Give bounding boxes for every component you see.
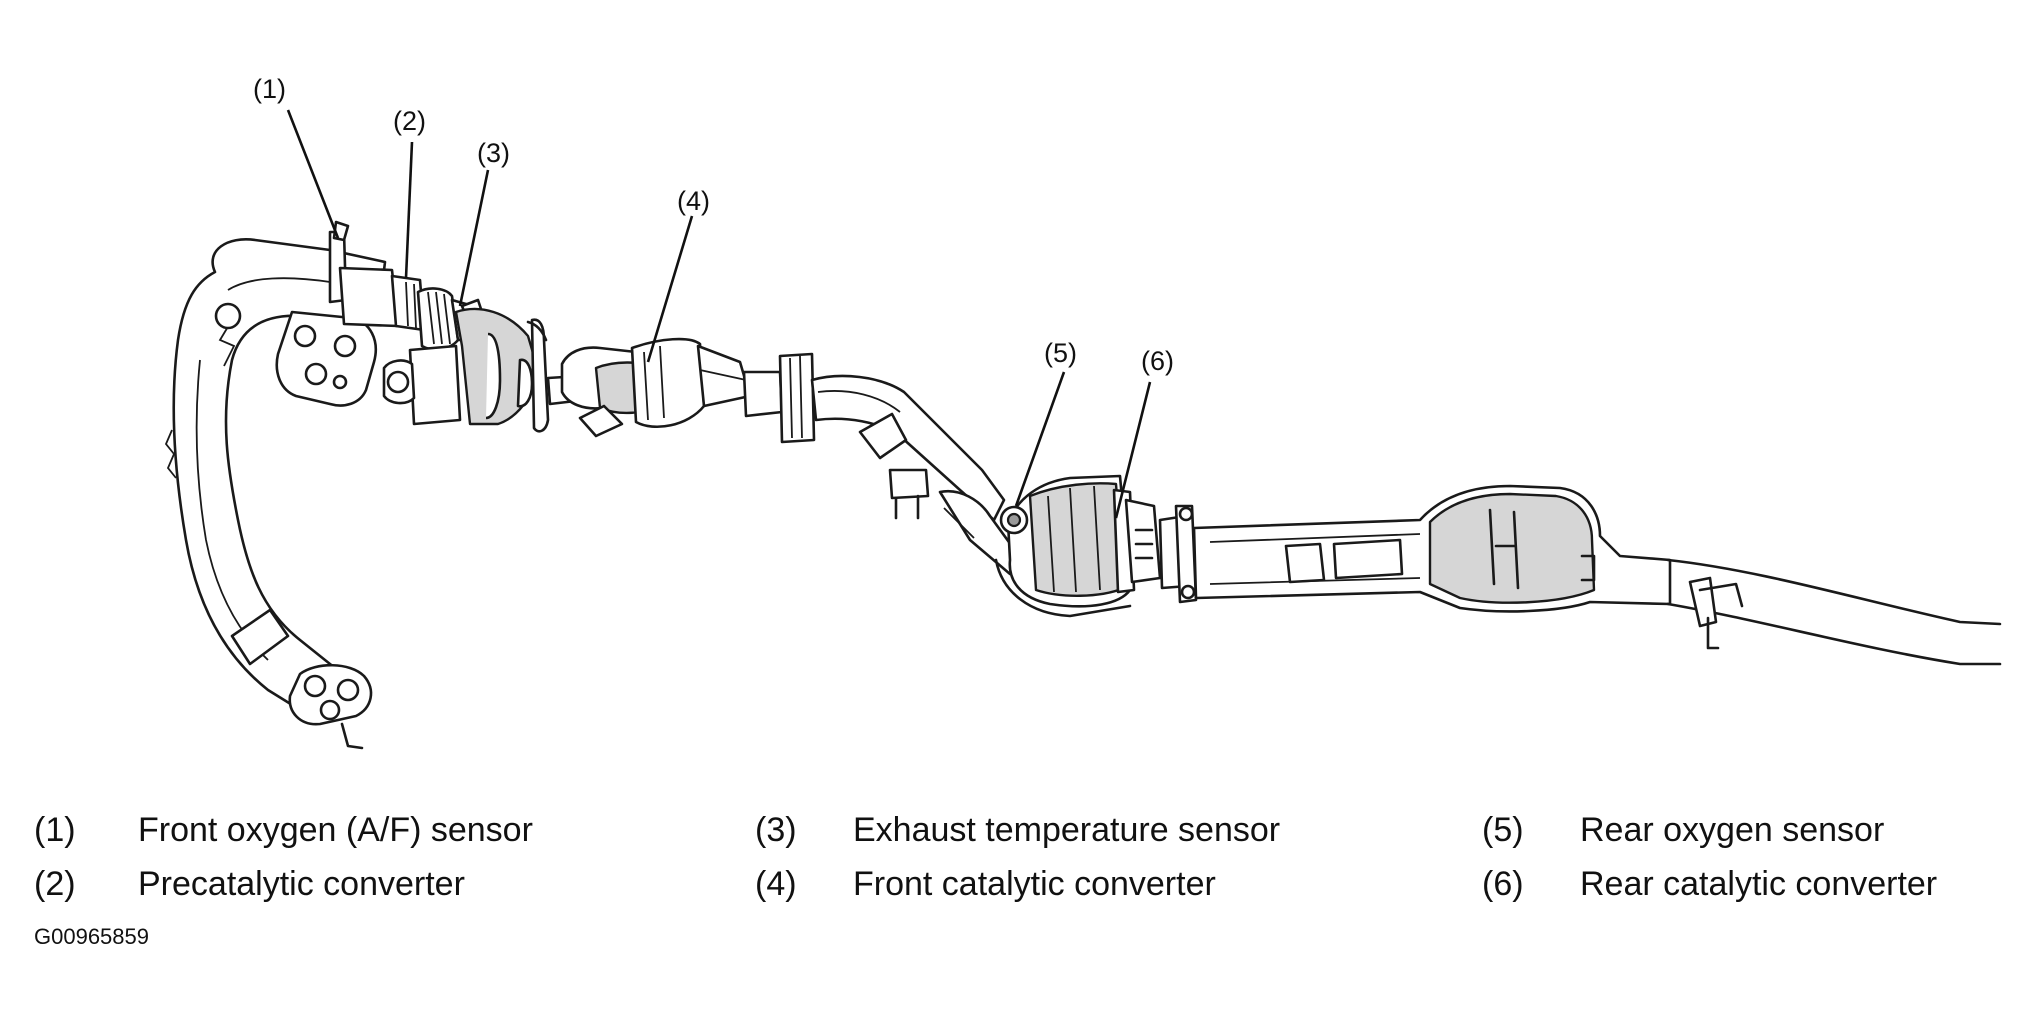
- figure-code: G00965859: [34, 924, 149, 949]
- leader-2: [404, 141, 414, 279]
- rear-flange: [1158, 504, 1198, 604]
- callout-6: (6): [1141, 346, 1174, 376]
- callout-5: (5): [1044, 338, 1077, 368]
- leader-6: [1114, 381, 1152, 519]
- leader-1: [286, 109, 340, 239]
- callout-3: (3): [477, 138, 510, 168]
- legend-label: Front oxygen (A/F) sensor: [138, 811, 533, 849]
- leader-3: [458, 169, 490, 307]
- leader-5: [1014, 371, 1066, 507]
- legend-label: Front catalytic converter: [853, 865, 1216, 903]
- legend-label: Rear catalytic converter: [1580, 865, 1938, 903]
- legend-number: (5): [1482, 811, 1524, 849]
- rear-catalytic-converter: [994, 474, 1162, 618]
- center-heat-shield: [382, 307, 586, 433]
- legend-label: Precatalytic converter: [138, 865, 465, 903]
- muffler: [1192, 484, 1672, 613]
- exhaust-system-diagram: (1) (2) (3) (4) (5) (6): [164, 74, 2002, 750]
- precatalytic-converter: [338, 266, 460, 351]
- front-catalytic-converter: [560, 337, 784, 438]
- legend-number: (6): [1482, 865, 1524, 903]
- exhaust-manifold: [164, 238, 387, 750]
- legend-label: Exhaust temperature sensor: [853, 811, 1281, 849]
- callout-2: (2): [393, 106, 426, 136]
- legend-number: (3): [755, 811, 797, 849]
- legend-number: (1): [34, 811, 76, 849]
- legend: (1) Front oxygen (A/F) sensor (2) Precat…: [0, 790, 2025, 940]
- center-pipe: [778, 352, 1024, 576]
- tailpipe: [1666, 558, 2002, 666]
- callout-4: (4): [677, 186, 710, 216]
- legend-label: Rear oxygen sensor: [1580, 811, 1885, 849]
- callout-1: (1): [253, 74, 286, 104]
- legend-number: (2): [34, 865, 76, 903]
- leader-4: [646, 215, 694, 363]
- leader-lines: [286, 109, 1152, 519]
- rear-oxygen-sensor: [999, 505, 1029, 535]
- legend-number: (4): [755, 865, 797, 903]
